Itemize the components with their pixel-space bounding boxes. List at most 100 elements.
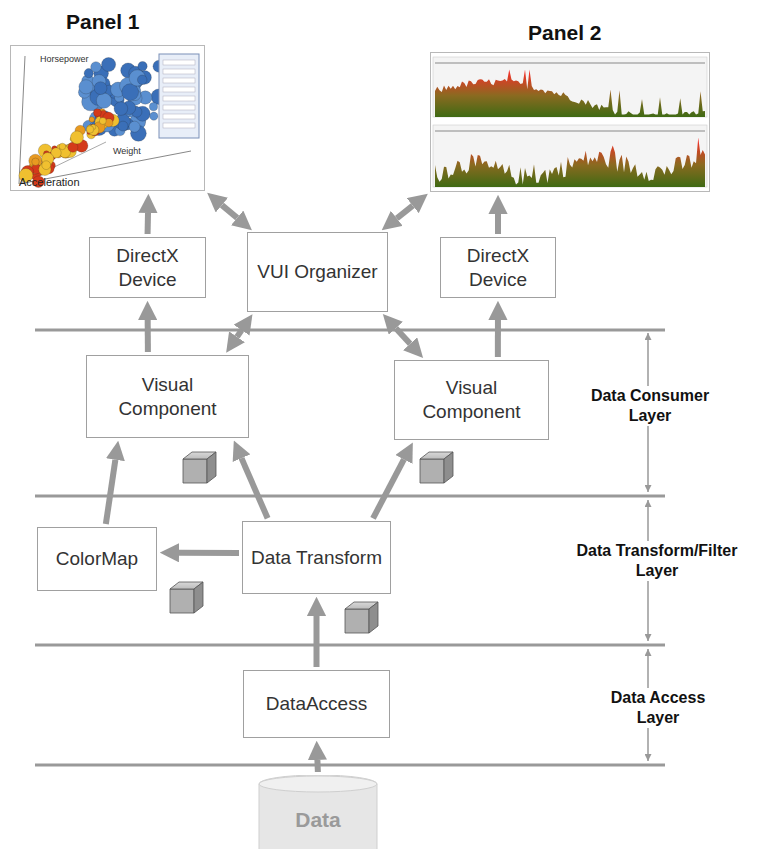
cube-face — [170, 589, 194, 613]
scatter-point — [94, 82, 107, 95]
cylinder-top — [259, 776, 377, 792]
cube-face — [183, 459, 207, 483]
panel-title: Panel 1 — [66, 10, 140, 34]
layer-line — [35, 495, 665, 498]
layer-line — [35, 329, 665, 332]
box-label: ColorMap — [56, 547, 138, 571]
dialog-control — [163, 96, 195, 101]
flow-arrow — [397, 206, 413, 219]
scatter-point — [129, 121, 140, 132]
dialog-control — [163, 123, 195, 128]
cylinder-body — [259, 775, 377, 849]
flow-arrow — [495, 320, 501, 357]
axis-label: Acceleration — [19, 176, 80, 188]
data-cube — [183, 452, 216, 483]
chart-frame — [433, 57, 707, 117]
box-label: DirectX Device — [449, 244, 547, 292]
scatter-point — [79, 80, 93, 94]
area-chart — [431, 53, 709, 191]
scatter-point — [138, 61, 147, 70]
scatter-point — [96, 93, 111, 108]
box-label: Visual Component — [95, 373, 240, 421]
box-label: Visual Component — [403, 376, 540, 424]
dialog-frame — [159, 54, 199, 138]
chart-header — [435, 131, 705, 132]
axis-label: Weight — [113, 146, 141, 156]
flow-arrow — [222, 205, 237, 218]
panel-title: Panel 2 — [528, 21, 602, 45]
scatter-point — [102, 58, 116, 72]
flow-arrow — [495, 214, 501, 234]
scatter-panel: Panel 1 — [10, 45, 205, 191]
flow-arrow — [237, 330, 242, 337]
box-label: Data — [295, 808, 341, 832]
component-box: Visual Component — [86, 355, 249, 438]
flow-arrow — [396, 328, 410, 344]
dialog-control — [163, 87, 195, 92]
heat-area — [435, 70, 705, 118]
axis-line — [19, 56, 25, 184]
cube-face — [420, 459, 444, 483]
chart-frame — [433, 125, 707, 187]
axis-label: Horsepower — [40, 54, 89, 64]
flow-arrow — [241, 458, 267, 518]
scatter-plot — [11, 46, 204, 190]
colormap-box: ColorMap — [37, 527, 157, 591]
scatter-point — [150, 112, 158, 120]
box-label: DataAccess — [266, 692, 367, 716]
flow-arrow — [373, 459, 404, 518]
flow-arrow — [145, 213, 151, 234]
scatter-point — [71, 131, 84, 144]
cube-side — [369, 602, 378, 633]
layer-label: Data Access Layer — [600, 688, 716, 728]
box-label: VUI Organizer — [257, 260, 377, 284]
scatter-point — [99, 118, 106, 125]
device-box: DirectX Device — [440, 237, 556, 298]
component-box: Visual Component — [394, 360, 549, 440]
dialog-control — [163, 105, 195, 110]
cube-side — [444, 452, 453, 483]
box-label: Data Transform — [251, 546, 382, 570]
flow-arrow — [145, 320, 151, 352]
scatter-point — [42, 161, 51, 170]
layer-label: Data Transform/Filter Layer — [565, 541, 749, 581]
scatter-point — [137, 75, 147, 85]
data-cube — [170, 582, 203, 613]
cube-face — [345, 609, 369, 633]
scatter-point — [89, 117, 94, 122]
flow-arrow — [106, 460, 116, 524]
layer-line — [35, 764, 665, 767]
data-cube — [345, 602, 378, 633]
scatter-points — [19, 58, 167, 188]
scatter-point — [149, 103, 157, 111]
dialog-control — [163, 78, 195, 83]
transform-box: Data Transform — [242, 521, 391, 594]
scatter-point — [118, 121, 128, 131]
scatter-point — [91, 62, 102, 73]
scatter-point — [32, 158, 39, 165]
chart-header — [435, 63, 705, 64]
organizer-box: VUI Organizer — [247, 232, 388, 312]
area-chart-panel: Panel 2 — [430, 52, 710, 192]
settings-dialog — [159, 54, 199, 138]
data-store: Data — [258, 775, 378, 849]
device-box: DirectX Device — [89, 237, 206, 298]
dialog-control — [163, 69, 195, 74]
dialog-control — [163, 114, 195, 119]
scatter-point — [94, 109, 102, 117]
heat-area — [435, 138, 705, 187]
scatter-point — [59, 143, 66, 150]
dialog-control — [163, 60, 195, 65]
flow-arrow — [179, 550, 239, 556]
cube-side — [194, 582, 203, 613]
cube-side — [207, 452, 216, 483]
flow-arrow — [314, 760, 320, 772]
data-cube — [420, 452, 453, 483]
scatter-point — [114, 102, 128, 116]
access-box: DataAccess — [243, 670, 390, 738]
layer-label: Data Consumer Layer — [572, 386, 728, 426]
scatter-point — [86, 126, 93, 133]
data-cube-group — [170, 452, 453, 633]
box-label: DirectX Device — [98, 244, 197, 292]
flow-arrow — [314, 616, 320, 667]
